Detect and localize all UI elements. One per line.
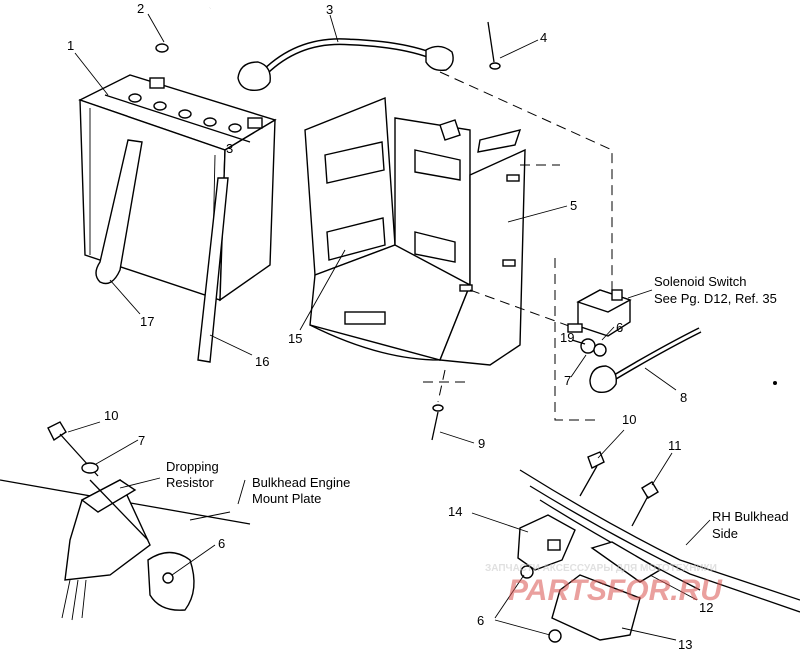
rh-label-line2: Side (712, 526, 738, 541)
leader-lines (67, 13, 711, 641)
callout-3b: 3 (226, 141, 233, 156)
assembly-lines (423, 71, 613, 421)
note-labels: Solenoid Switch See Pg. D12, Ref. 35 Dro… (166, 274, 789, 541)
callout-7a: 7 (564, 373, 571, 388)
callout-16: 16 (255, 354, 269, 369)
solenoid-cable (589, 327, 702, 394)
callout-14: 14 (448, 504, 462, 519)
solenoid-hardware (571, 338, 607, 357)
battery-box (304, 96, 526, 366)
callout-11: 11 (668, 438, 682, 453)
callout-9: 9 (478, 436, 485, 451)
solenoid-label-line1: Solenoid Switch (654, 274, 747, 289)
stray-mark (773, 381, 777, 385)
screw-9 (431, 404, 444, 441)
callout-12: 12 (699, 600, 713, 615)
callout-10b: 10 (622, 412, 636, 427)
callout-6b: 6 (218, 536, 225, 551)
callout-3: 3 (326, 2, 333, 17)
solenoid-switch (567, 289, 632, 337)
callout-19: 19 (560, 330, 574, 345)
callout-1: 1 (67, 38, 74, 53)
callout-2: 2 (137, 1, 144, 16)
watermark-brand: PARTSFOR.RU (508, 574, 723, 607)
watermark-tagline: ЗАПЧАСТИ АКСЕССУАРЫ ДЛЯ МОТОТЕХНИКИ (485, 563, 717, 574)
watermark: ЗАПЧАСТИ АКСЕССУАРЫ ДЛЯ МОТОТЕХНИКИ PART… (485, 563, 723, 607)
positive-cable (237, 38, 454, 92)
callout-6c: 6 (477, 613, 484, 628)
dropping-label-line2: Resistor (166, 475, 214, 490)
dropping-label-line1: Dropping (166, 459, 219, 474)
solenoid-label-line2: See Pg. D12, Ref. 35 (654, 291, 777, 306)
bulkhead-label-line1: Bulkhead Engine (252, 475, 350, 490)
vent-tube (197, 177, 229, 363)
callout-7b: 7 (138, 433, 145, 448)
callout-6a: 6 (616, 320, 623, 335)
dropping-resistor-assembly (0, 421, 251, 621)
callout-8: 8 (680, 390, 687, 405)
negative-cable (155, 6, 211, 53)
callout-15: 15 (288, 331, 302, 346)
callout-10a: 10 (104, 408, 118, 423)
callout-numbers: 1 2 3 3 4 5 19 6 7 8 9 10 11 12 13 14 6 … (67, 1, 713, 651)
rh-bulkhead-assembly (517, 451, 800, 643)
callout-4: 4 (540, 30, 547, 45)
callout-17: 17 (140, 314, 154, 329)
rh-label-line1: RH Bulkhead (712, 509, 789, 524)
callout-5: 5 (570, 198, 577, 213)
callout-13: 13 (678, 637, 692, 651)
battery-strap (95, 139, 143, 285)
bulkhead-label-line2: Mount Plate (252, 491, 321, 506)
screw-4 (487, 21, 501, 70)
